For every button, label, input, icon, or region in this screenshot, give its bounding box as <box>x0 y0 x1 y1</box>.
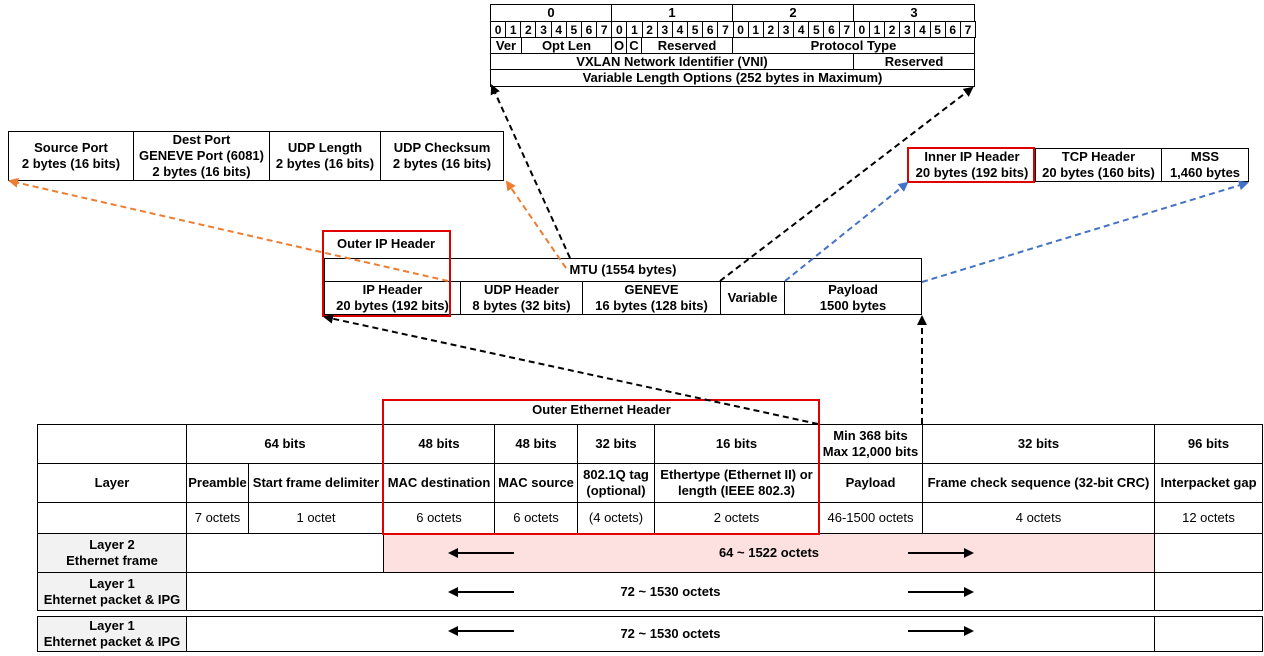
inner-ip-header: Inner IP Header 20 bytes (192 bits) <box>908 148 1036 182</box>
row-label-layer2: Layer 2 Ethernet frame <box>37 533 187 573</box>
outer-ip-header-label: Outer IP Header <box>336 236 436 251</box>
mtu-payload: Payload 1500 bytes <box>784 281 922 315</box>
outer-ethernet-highlight <box>382 399 820 535</box>
row-label-layer1-b: Layer 1 Ehternet packet & IPG <box>37 616 187 652</box>
mss: MSS 1,460 bytes <box>1161 148 1249 182</box>
layer1-a-empty-right <box>1154 572 1263 611</box>
layer1-b-empty-right <box>1154 616 1263 652</box>
inner-ip-highlight <box>907 147 1035 183</box>
row-label-layer1-a: Layer 1 Ehternet packet & IPG <box>37 572 187 611</box>
variable-options-field: Variable Length Options (252 bytes in Ma… <box>490 69 975 87</box>
mtu-ip-header: IP Header 20 bytes (192 bits) <box>324 281 461 315</box>
udp-source-port: Source Port 2 bytes (16 bits) <box>8 131 134 181</box>
name-ethertype: Ethertype (Ethernet II) or length (IEEE … <box>654 463 819 503</box>
arrow-payload-left <box>784 181 909 282</box>
arrow-udp-right <box>505 180 567 269</box>
arrow-eth-to-ip <box>323 313 819 425</box>
udp-length: UDP Length 2 bytes (16 bits) <box>269 131 381 181</box>
outer-ethernet-header-label: Outer Ethernet Header <box>532 402 671 417</box>
arrow-payload-right <box>921 180 1249 283</box>
outer-ip-highlight <box>322 230 451 317</box>
udp-checksum: UDP Checksum 2 bytes (16 bits) <box>380 131 504 181</box>
arrow-udp-left <box>8 177 449 282</box>
arrow-geneve-right <box>719 86 974 282</box>
arrow-geneve-left <box>490 84 571 259</box>
mtu-geneve: GENEVE 16 bytes (128 bits) <box>582 281 721 315</box>
tcp-header: TCP Header 20 bytes (160 bits) <box>1035 148 1162 182</box>
